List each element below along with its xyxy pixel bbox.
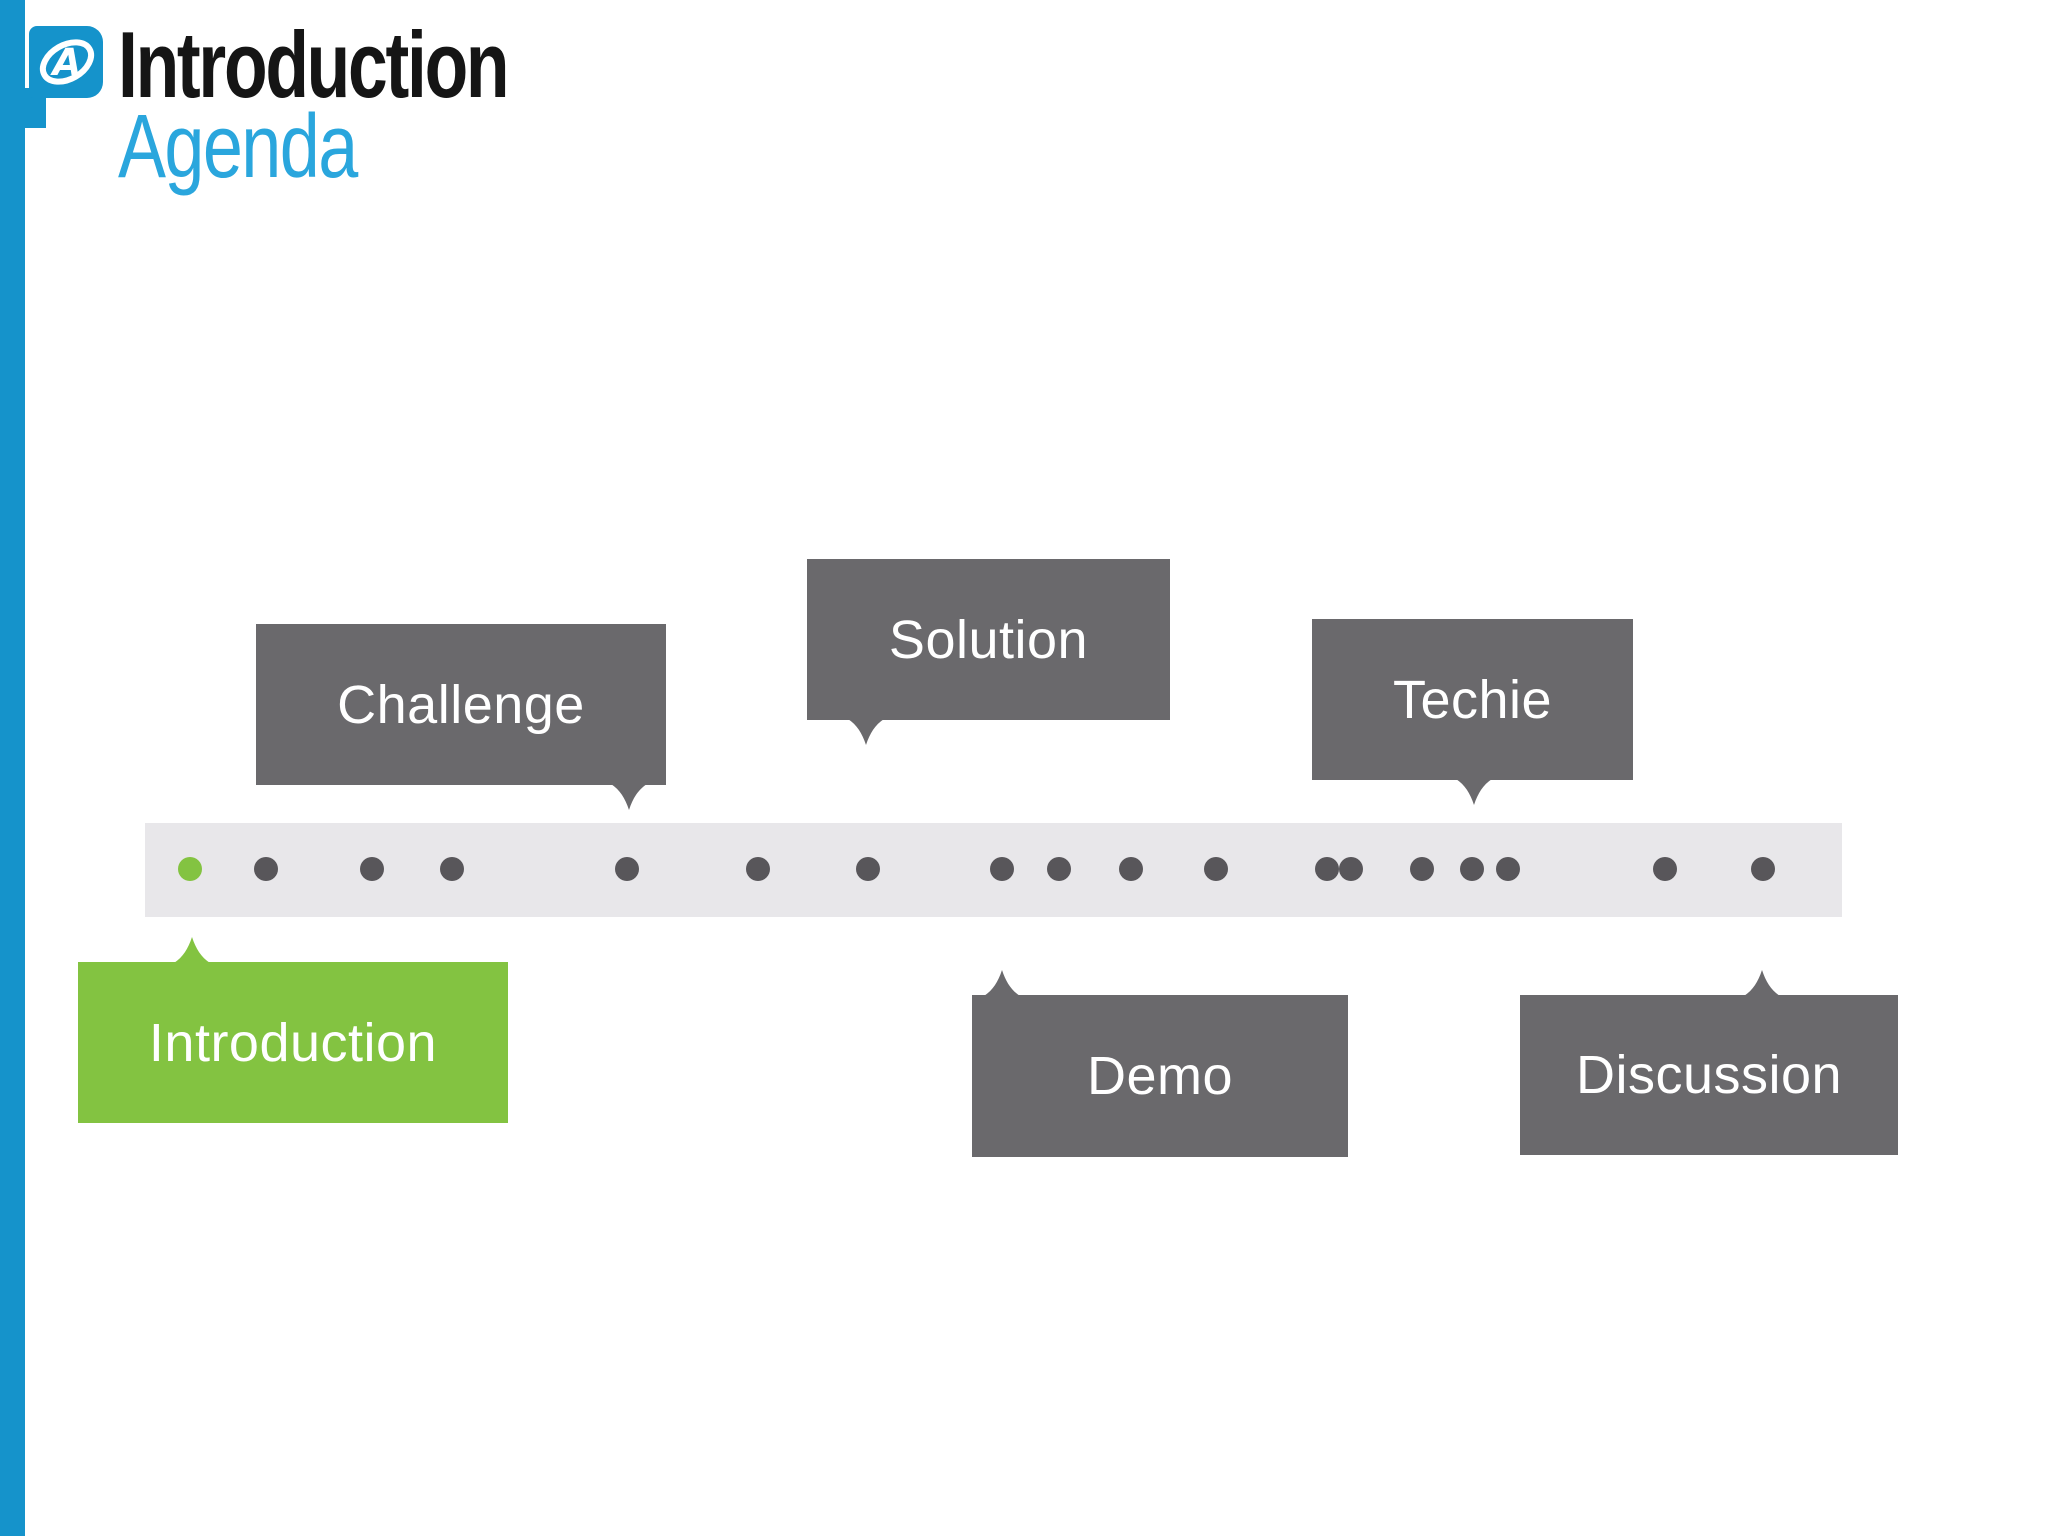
callout-techie-label: Techie [1392,669,1553,730]
callout-introduction-label: Introduction [148,1012,438,1073]
callout-discussion-pointer [1744,970,1780,996]
timeline-dot [1119,857,1143,881]
left-accent-strip [0,0,25,1536]
callout-demo-label: Demo [1086,1046,1234,1106]
timeline-dot [1204,857,1228,881]
callout-solution-label: Solution [888,609,1089,670]
timeline-dot [1410,857,1434,881]
timeline-dot [1496,857,1520,881]
callout-challenge-label: Challenge [337,674,585,735]
callout-solution: Solution [807,559,1170,745]
timeline-dot [1653,857,1677,881]
timeline-dot [746,857,770,881]
callout-discussion-label: Discussion [1575,1045,1843,1105]
timeline-dot [1460,857,1484,881]
callout-challenge: Challenge [256,624,666,810]
timeline-dot [856,857,880,881]
timeline-dot [615,857,639,881]
timeline-dot [1047,857,1071,881]
timeline-dot [1751,857,1775,881]
callout-demo: Demo [972,970,1348,1157]
svg-text:A: A [50,41,82,84]
timeline-dot [360,857,384,881]
callout-solution-pointer [848,719,884,745]
slide-subtitle: Agenda [118,97,358,197]
timeline-dot [254,857,278,881]
callout-techie: Techie [1312,619,1633,805]
slide-title: Introduction [118,12,510,117]
callout-demo-pointer [984,970,1020,996]
a-swoosh-icon: A [39,39,95,85]
timeline-dot [1339,857,1363,881]
timeline-dot [440,857,464,881]
callout-introduction-pointer [174,937,210,963]
callout-challenge-pointer [611,784,647,810]
timeline-dot [990,857,1014,881]
callout-introduction: Introduction [78,937,508,1123]
callout-techie-pointer [1456,779,1492,805]
callout-discussion: Discussion [1520,970,1898,1155]
timeline-dot-current [178,857,202,881]
timeline-dot [1315,857,1339,881]
company-logo: A [29,26,103,98]
